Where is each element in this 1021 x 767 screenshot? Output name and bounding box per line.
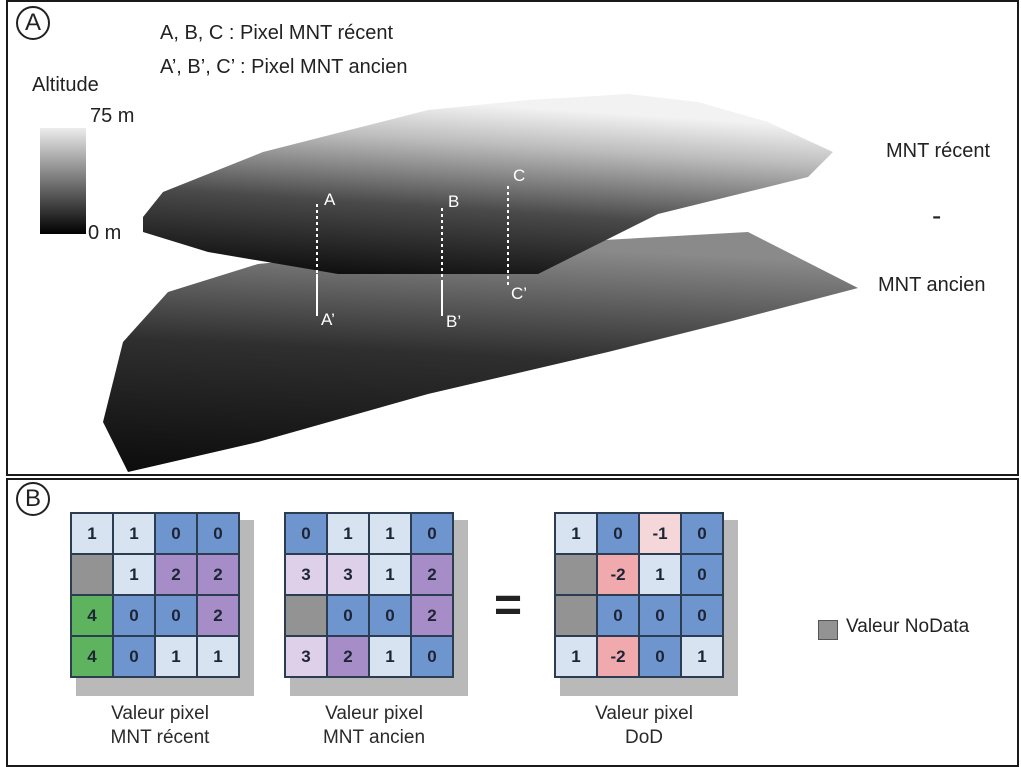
grid-cell: 0 [638, 594, 682, 637]
grid-cell: 0 [368, 594, 412, 637]
grid-cell: 3 [326, 553, 370, 596]
mnt-recent-label: MNT récent [886, 140, 991, 162]
grid-cell: 0 [638, 635, 682, 678]
altitude-min-label: 0 m [88, 222, 122, 244]
grid-cell: 0 [410, 635, 454, 678]
point-b-prime-label: B’ [446, 312, 462, 331]
grid-cell: 1 [112, 512, 156, 555]
grid-cell: 0 [284, 512, 328, 555]
caption-line-1: Valeur pixel [325, 703, 423, 724]
grid-cell: 1 [554, 635, 598, 678]
caption-mnt-ancien: Valeur pixel MNT ancien [284, 702, 464, 750]
caption-line-2: MNT récent [110, 727, 210, 748]
altitude-max-label: 75 m [90, 105, 135, 127]
grid-cell: 1 [554, 512, 598, 555]
grid-cell: 1 [680, 635, 724, 678]
grid-cell: 0 [112, 635, 156, 678]
grid-cell: 2 [410, 553, 454, 596]
grid-cell: 1 [70, 512, 114, 555]
grid-cell: 0 [154, 512, 198, 555]
equals-sign: = [494, 579, 523, 632]
grid-cell: 1 [368, 553, 412, 596]
grid-cell: 1 [196, 635, 240, 678]
panel-a: A A, B, C : Pixel MNT récent A’, B’, C’ … [6, 0, 1019, 476]
grid-cell: -1 [638, 512, 682, 555]
nodata-legend-label: Valeur NoData [846, 616, 970, 637]
panel-a-label: A [16, 6, 50, 40]
point-a-label: A [324, 190, 336, 209]
grid-cell: 3 [284, 635, 328, 678]
caption-line-2: MNT ancien [322, 727, 426, 748]
grid-cell: 1 [638, 553, 682, 596]
grid-cell: 2 [326, 635, 370, 678]
grid-cell: 1 [154, 635, 198, 678]
nodata-cell [554, 553, 598, 596]
grid-cell: 0 [680, 512, 724, 555]
legend-recent-pixels: A, B, C : Pixel MNT récent [160, 22, 394, 44]
grid-cell: 0 [326, 594, 370, 637]
caption-line-1: Valeur pixel [595, 703, 693, 724]
grid-cell: 2 [410, 594, 454, 637]
mnt-ancien-label: MNT ancien [878, 274, 986, 296]
grid-cell: 1 [368, 512, 412, 555]
grid-cell: 4 [70, 594, 114, 637]
grid-cell: 0 [596, 594, 640, 637]
point-c-prime-label: C’ [511, 284, 528, 303]
caption-line-1: Valeur pixel [111, 703, 209, 724]
grid-cell: 2 [196, 553, 240, 596]
grid-cell: 0 [112, 594, 156, 637]
altitude-label: Altitude [32, 74, 99, 96]
grid-cell: 1 [368, 635, 412, 678]
grid-cell: 0 [596, 512, 640, 555]
grid-cell: 4 [70, 635, 114, 678]
caption-line-2: DoD [624, 727, 663, 748]
grid-cell: 1 [112, 553, 156, 596]
grid-cell: 0 [680, 553, 724, 596]
caption-mnt-recent: Valeur pixel MNT récent [70, 702, 250, 750]
grid-cell: 0 [680, 594, 724, 637]
grid-cell: 3 [284, 553, 328, 596]
altitude-scale-bar [40, 128, 86, 234]
point-b-label: B [448, 192, 460, 211]
dem-illustration [40, 94, 858, 472]
grid-cell: 1 [326, 512, 370, 555]
mnt-recent-surface [143, 94, 833, 274]
nodata-swatch [818, 620, 838, 640]
grid-cell: -2 [596, 553, 640, 596]
mnt-ancien-surface [103, 232, 858, 472]
point-a-prime-label: A’ [321, 310, 335, 329]
grid-cell: 0 [410, 512, 454, 555]
caption-dod: Valeur pixel DoD [554, 702, 734, 750]
nodata-cell [70, 553, 114, 596]
minus-sign: - [932, 200, 942, 231]
grid-cell: 2 [154, 553, 198, 596]
legend-ancien-pixels: A’, B’, C’ : Pixel MNT ancien [160, 56, 408, 78]
grid-cell: 0 [196, 512, 240, 555]
grid-cell: -2 [596, 635, 640, 678]
grid-cell: 0 [154, 594, 198, 637]
point-c-label: C [513, 166, 526, 185]
nodata-cell [554, 594, 598, 637]
panel-b-label: B [16, 482, 50, 516]
nodata-cell [284, 594, 328, 637]
grid-cell: 2 [196, 594, 240, 637]
